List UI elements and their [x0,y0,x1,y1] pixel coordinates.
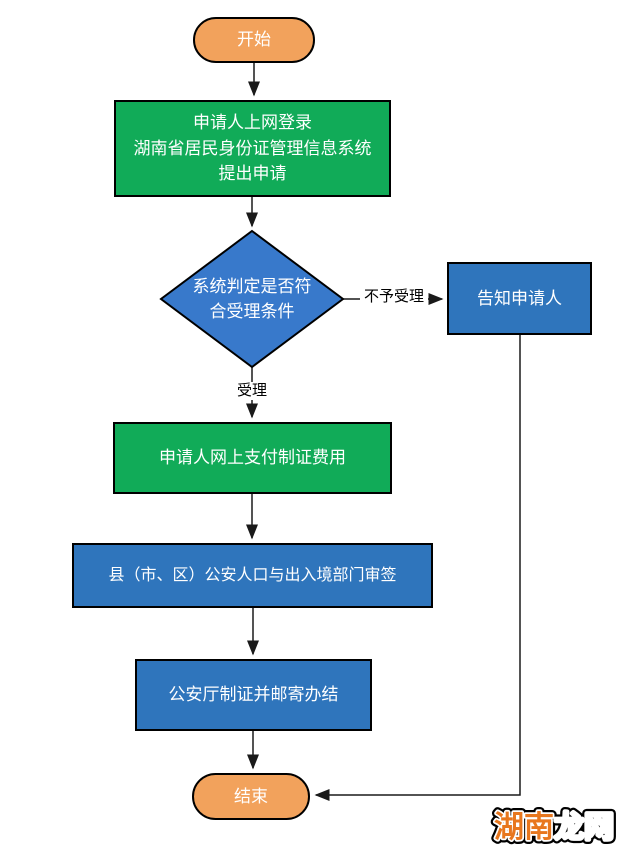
edge-label-accepted: 受理 [234,382,270,400]
watermark-logo: 湖南龙网 [494,811,614,844]
watermark-outline-layer: 湖南龙网 [494,811,614,844]
process-node-notify-applicant: 告知申请人 [447,262,592,335]
decision-diamond-shape [159,229,345,369]
end-terminal-node: 结束 [192,773,310,820]
watermark-text-hunan: 湖南 [494,811,554,844]
process-node-online-application: 申请人上网登录 湖南省居民身份证管理信息系统 提出申请 [114,100,391,197]
start-terminal-node: 开始 [193,17,315,63]
arrow-notify-to-end [314,335,521,801]
edge-label-rejected: 不予受理 [360,288,428,306]
process-node-card-production-mailing: 公安厅制证并邮寄办结 [135,659,372,731]
watermark-white-stroke-layer: 湖南龙网 [494,811,614,844]
watermark-text-longwang: 龙网 [554,811,614,844]
process-node-county-review: 县（市、区）公安人口与出入境部门审签 [72,543,433,608]
decision-node-label: 系统判定是否符 合受理条件 [192,276,312,322]
process-node-online-payment: 申请人网上支付制证费用 [113,422,392,494]
